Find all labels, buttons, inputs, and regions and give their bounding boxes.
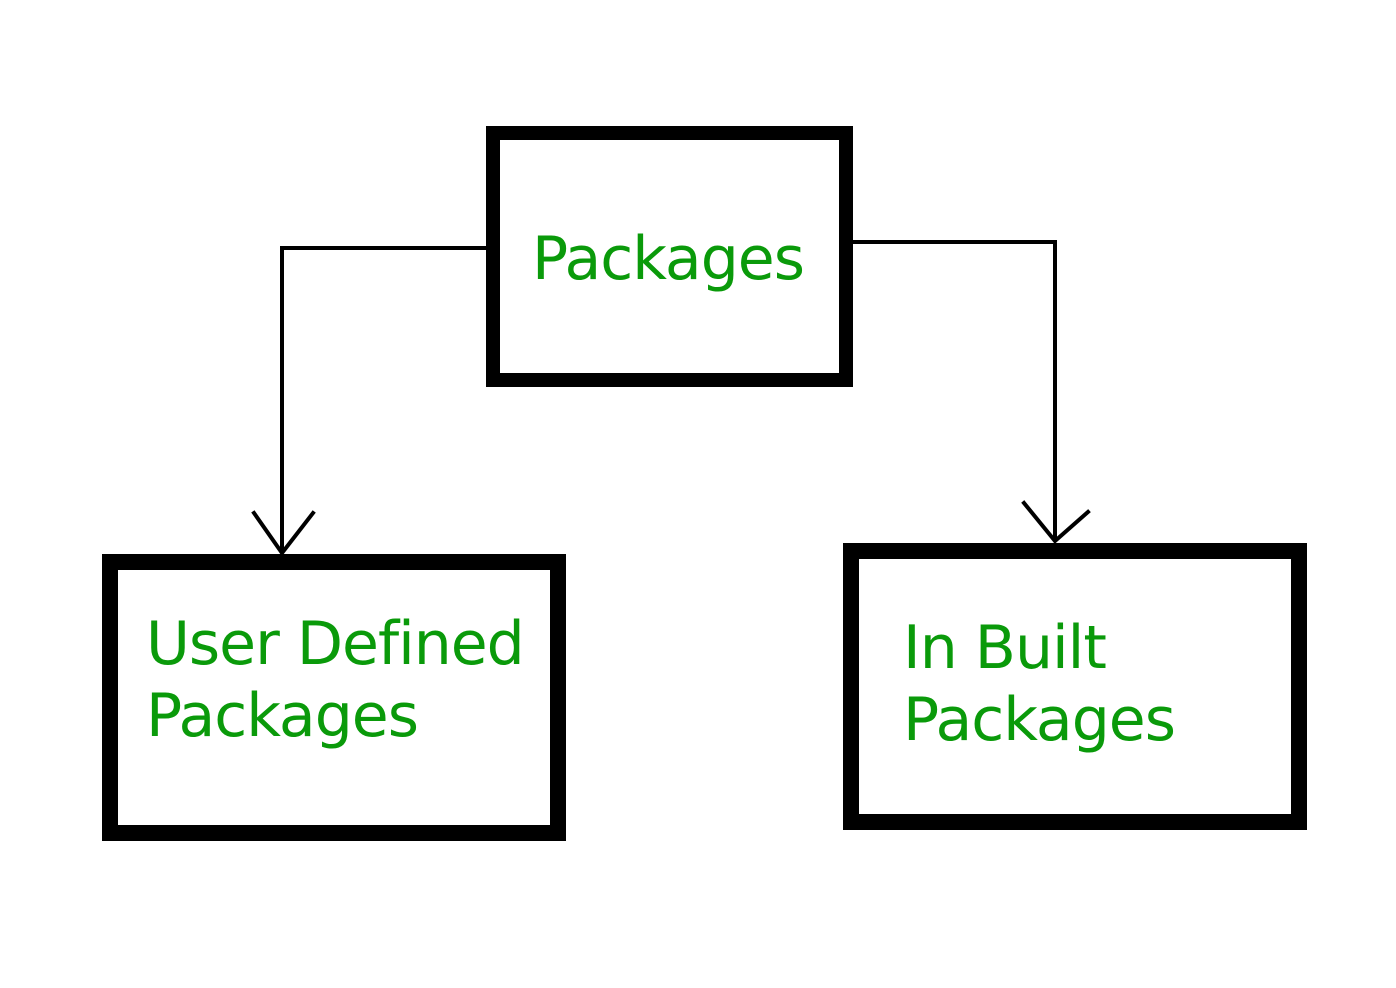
in-built-label-line-1: In Built bbox=[903, 613, 1107, 683]
user-defined-packages-node: User Defined Packages bbox=[102, 554, 566, 841]
in-built-packages-node: In Built Packages bbox=[843, 543, 1307, 830]
arrowhead-in-built bbox=[1021, 500, 1091, 544]
in-built-label-line-2: Packages bbox=[903, 685, 1176, 755]
user-defined-label-line-1: User Defined bbox=[146, 609, 525, 679]
in-built-packages-label: In Built Packages bbox=[903, 612, 1176, 756]
user-defined-label-line-2: Packages bbox=[146, 681, 419, 751]
user-defined-packages-label: User Defined Packages bbox=[146, 608, 525, 752]
arrowhead-user-defined bbox=[251, 510, 316, 557]
packages-node-label: Packages bbox=[532, 223, 805, 295]
packages-label-line-1: Packages bbox=[532, 224, 805, 294]
connector-root-to-user-defined bbox=[280, 246, 488, 550]
connector-root-to-in-built bbox=[851, 240, 1057, 539]
packages-node: Packages bbox=[486, 126, 853, 387]
